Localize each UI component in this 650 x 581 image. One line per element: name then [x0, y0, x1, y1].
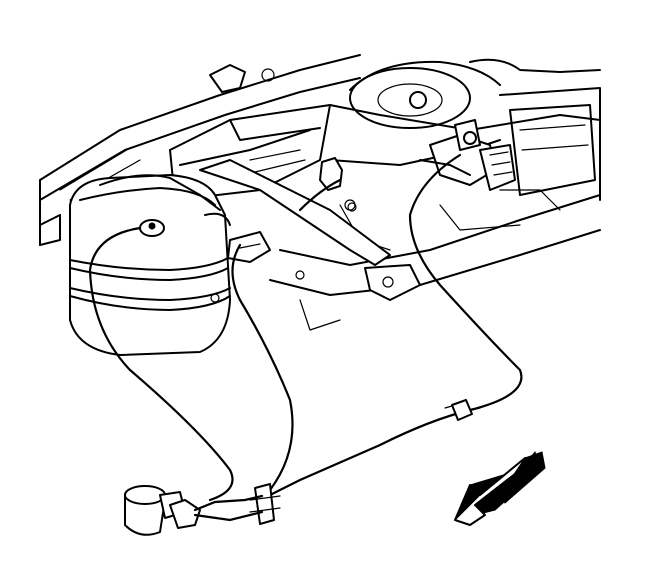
mounting-bracket [227, 231, 271, 263]
fuel-pump-module [419, 119, 516, 191]
tank-connector [319, 157, 357, 212]
direction-arrow-icon [454, 450, 546, 526]
filter-component [124, 485, 264, 536]
spare-tire-well [349, 58, 601, 129]
hose-lines [88, 153, 523, 502]
hose-clip [249, 483, 281, 525]
reservoir-canister [69, 174, 231, 356]
tank-strap [199, 159, 421, 301]
inline-connector [444, 399, 481, 421]
